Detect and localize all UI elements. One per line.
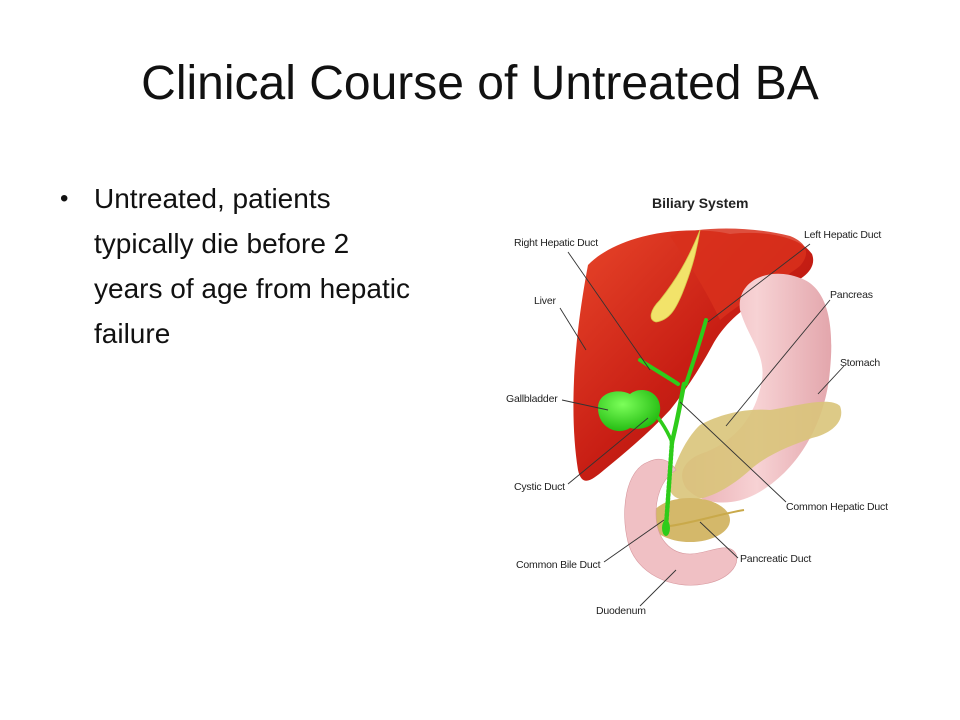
- label-cystic-duct: Cystic Duct: [514, 481, 565, 493]
- leader-pancreatic-duct: [699, 521, 739, 559]
- label-gallbladder: Gallbladder: [506, 393, 558, 405]
- right-hepatic-duct: [638, 358, 680, 386]
- gallbladder-shape: [598, 390, 661, 432]
- bullet-list: • Untreated, patients typically die befo…: [52, 176, 422, 356]
- biliary-system-illustration: Biliary System: [500, 170, 900, 630]
- common-hepatic-duct: [669, 381, 687, 445]
- left-hepatic-duct: [684, 318, 708, 386]
- ampulla-shape: [662, 520, 670, 536]
- label-stomach: Stomach: [840, 357, 880, 369]
- leader-gallbladder: [561, 399, 609, 411]
- pancreas-shape: [669, 401, 842, 500]
- leader-liver: [559, 307, 587, 351]
- leader-cystic-duct: [567, 417, 649, 485]
- pancreatic-duct: [669, 509, 745, 527]
- leader-pancreas: [725, 299, 831, 427]
- leader-stomach: [817, 365, 845, 395]
- liver-left-lobe: [670, 228, 807, 320]
- leader-common-hepatic-duct: [679, 401, 787, 503]
- stomach-shape: [682, 273, 832, 503]
- label-common-hepatic-duct: Common Hepatic Duct: [786, 501, 888, 513]
- label-pancreas: Pancreas: [830, 289, 873, 301]
- label-liver: Liver: [534, 295, 556, 307]
- leader-right-hepatic-duct: [567, 251, 651, 371]
- label-left-hepatic-duct: Left Hepatic Duct: [804, 229, 881, 241]
- label-pancreatic-duct: Pancreatic Duct: [740, 553, 811, 565]
- bullet-item: • Untreated, patients typically die befo…: [52, 176, 422, 356]
- biliary-diagram: Biliary System: [506, 195, 888, 617]
- figure-title: Biliary System: [652, 195, 749, 211]
- bullet-marker: •: [60, 185, 69, 212]
- common-bile-duct: [663, 439, 675, 529]
- label-common-bile-duct: Common Bile Duct: [516, 559, 601, 571]
- label-duodenum: Duodenum: [596, 605, 646, 617]
- label-right-hepatic-duct: Right Hepatic Duct: [514, 237, 598, 249]
- leader-left-hepatic-duct: [707, 243, 811, 323]
- leader-duodenum: [639, 569, 677, 607]
- slide-title: Clinical Course of Untreated BA: [141, 57, 819, 110]
- bullet-text: Untreated, patients typically die before…: [94, 183, 410, 349]
- pancreas-head: [650, 498, 730, 542]
- leader-common-bile-duct: [603, 519, 665, 563]
- falciform-ligament: [650, 229, 701, 323]
